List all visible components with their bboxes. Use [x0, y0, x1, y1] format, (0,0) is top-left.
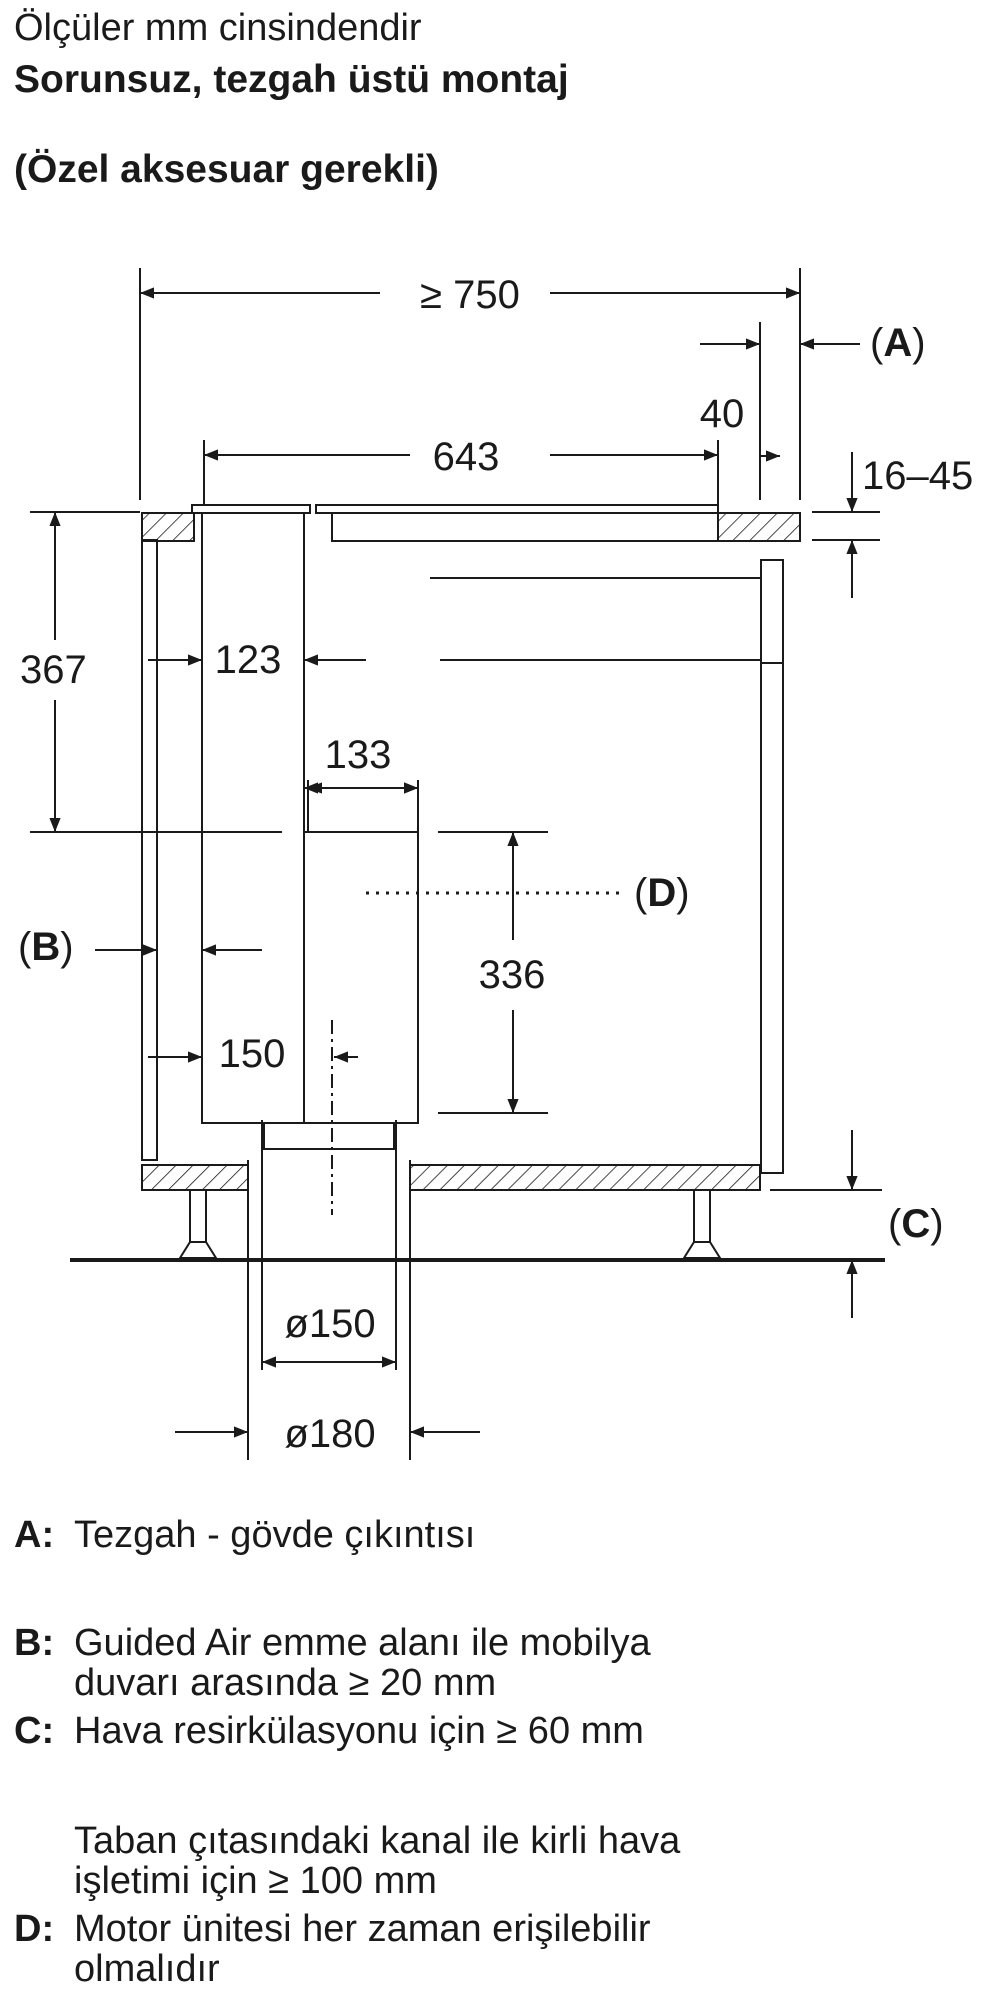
page-title: Sorunsuz, tezgah üstü montaj	[14, 58, 569, 101]
drawer-front	[760, 559, 784, 664]
dim-duct-150: 150	[219, 1032, 286, 1076]
leg-left-foot	[178, 1241, 218, 1259]
legend-text: olmalıdır	[74, 1948, 220, 1990]
dim-arrows	[49, 287, 860, 1438]
dim-diameter-150: ø150	[284, 1302, 375, 1346]
cooktop-glass-right	[315, 504, 719, 514]
legend-key: B:	[14, 1622, 55, 1664]
label-d: (D)	[634, 871, 690, 915]
legend-text: Taban çıtasındaki kanal ile kirli hava	[74, 1820, 681, 1862]
cooktop-body	[331, 512, 719, 542]
label-c: (C)	[888, 1202, 944, 1246]
motor-unit	[303, 831, 419, 1124]
dim-thickness: 16–45	[862, 454, 973, 498]
units-note: Ölçüler mm cinsindendir	[14, 7, 422, 49]
dim-cooktop-width: 643	[433, 435, 500, 479]
dim-motor-133: 133	[325, 733, 392, 777]
legend-text: Tezgah - gövde çıkıntısı	[74, 1514, 476, 1556]
legend-key: C:	[14, 1710, 55, 1752]
legend-key: D:	[14, 1908, 55, 1950]
cabinet-left-wall	[141, 539, 158, 1161]
leg-right	[693, 1189, 711, 1243]
dim-height-367: 367	[20, 648, 87, 692]
legend-text: Hava resirkülasyonu için ≥ 60 mm	[74, 1710, 644, 1752]
page-subtitle: (Özel aksesuar gerekli)	[14, 148, 439, 191]
dim-duct-123: 123	[215, 638, 282, 682]
label-b: (B)	[18, 925, 74, 969]
dim-diameter-180: ø180	[284, 1412, 375, 1456]
worktop-right	[717, 512, 801, 542]
cooktop-glass-left	[191, 504, 311, 514]
legend-text: duvarı arasında ≥ 20 mm	[74, 1662, 497, 1704]
legend-text: Guided Air emme alanı ile mobilya	[74, 1622, 651, 1664]
dim-overhang-40: 40	[700, 392, 745, 436]
cabinet-right-panel	[760, 662, 784, 1174]
legend-text: işletimi için ≥ 100 mm	[74, 1860, 437, 1902]
base-right	[409, 1164, 761, 1191]
dim-total-width: ≥ 750	[420, 273, 520, 317]
base-left	[141, 1164, 249, 1191]
legend-text: Motor ünitesi her zaman erişilebilir	[74, 1908, 651, 1950]
dim-motor-336: 336	[479, 953, 546, 997]
leg-right-foot	[682, 1241, 722, 1259]
leg-left	[189, 1189, 207, 1243]
worktop-left	[141, 512, 195, 542]
label-a: (A)	[870, 321, 926, 365]
air-duct	[201, 512, 305, 1124]
legend-key: A:	[14, 1514, 55, 1556]
outlet-flange	[263, 1122, 395, 1150]
